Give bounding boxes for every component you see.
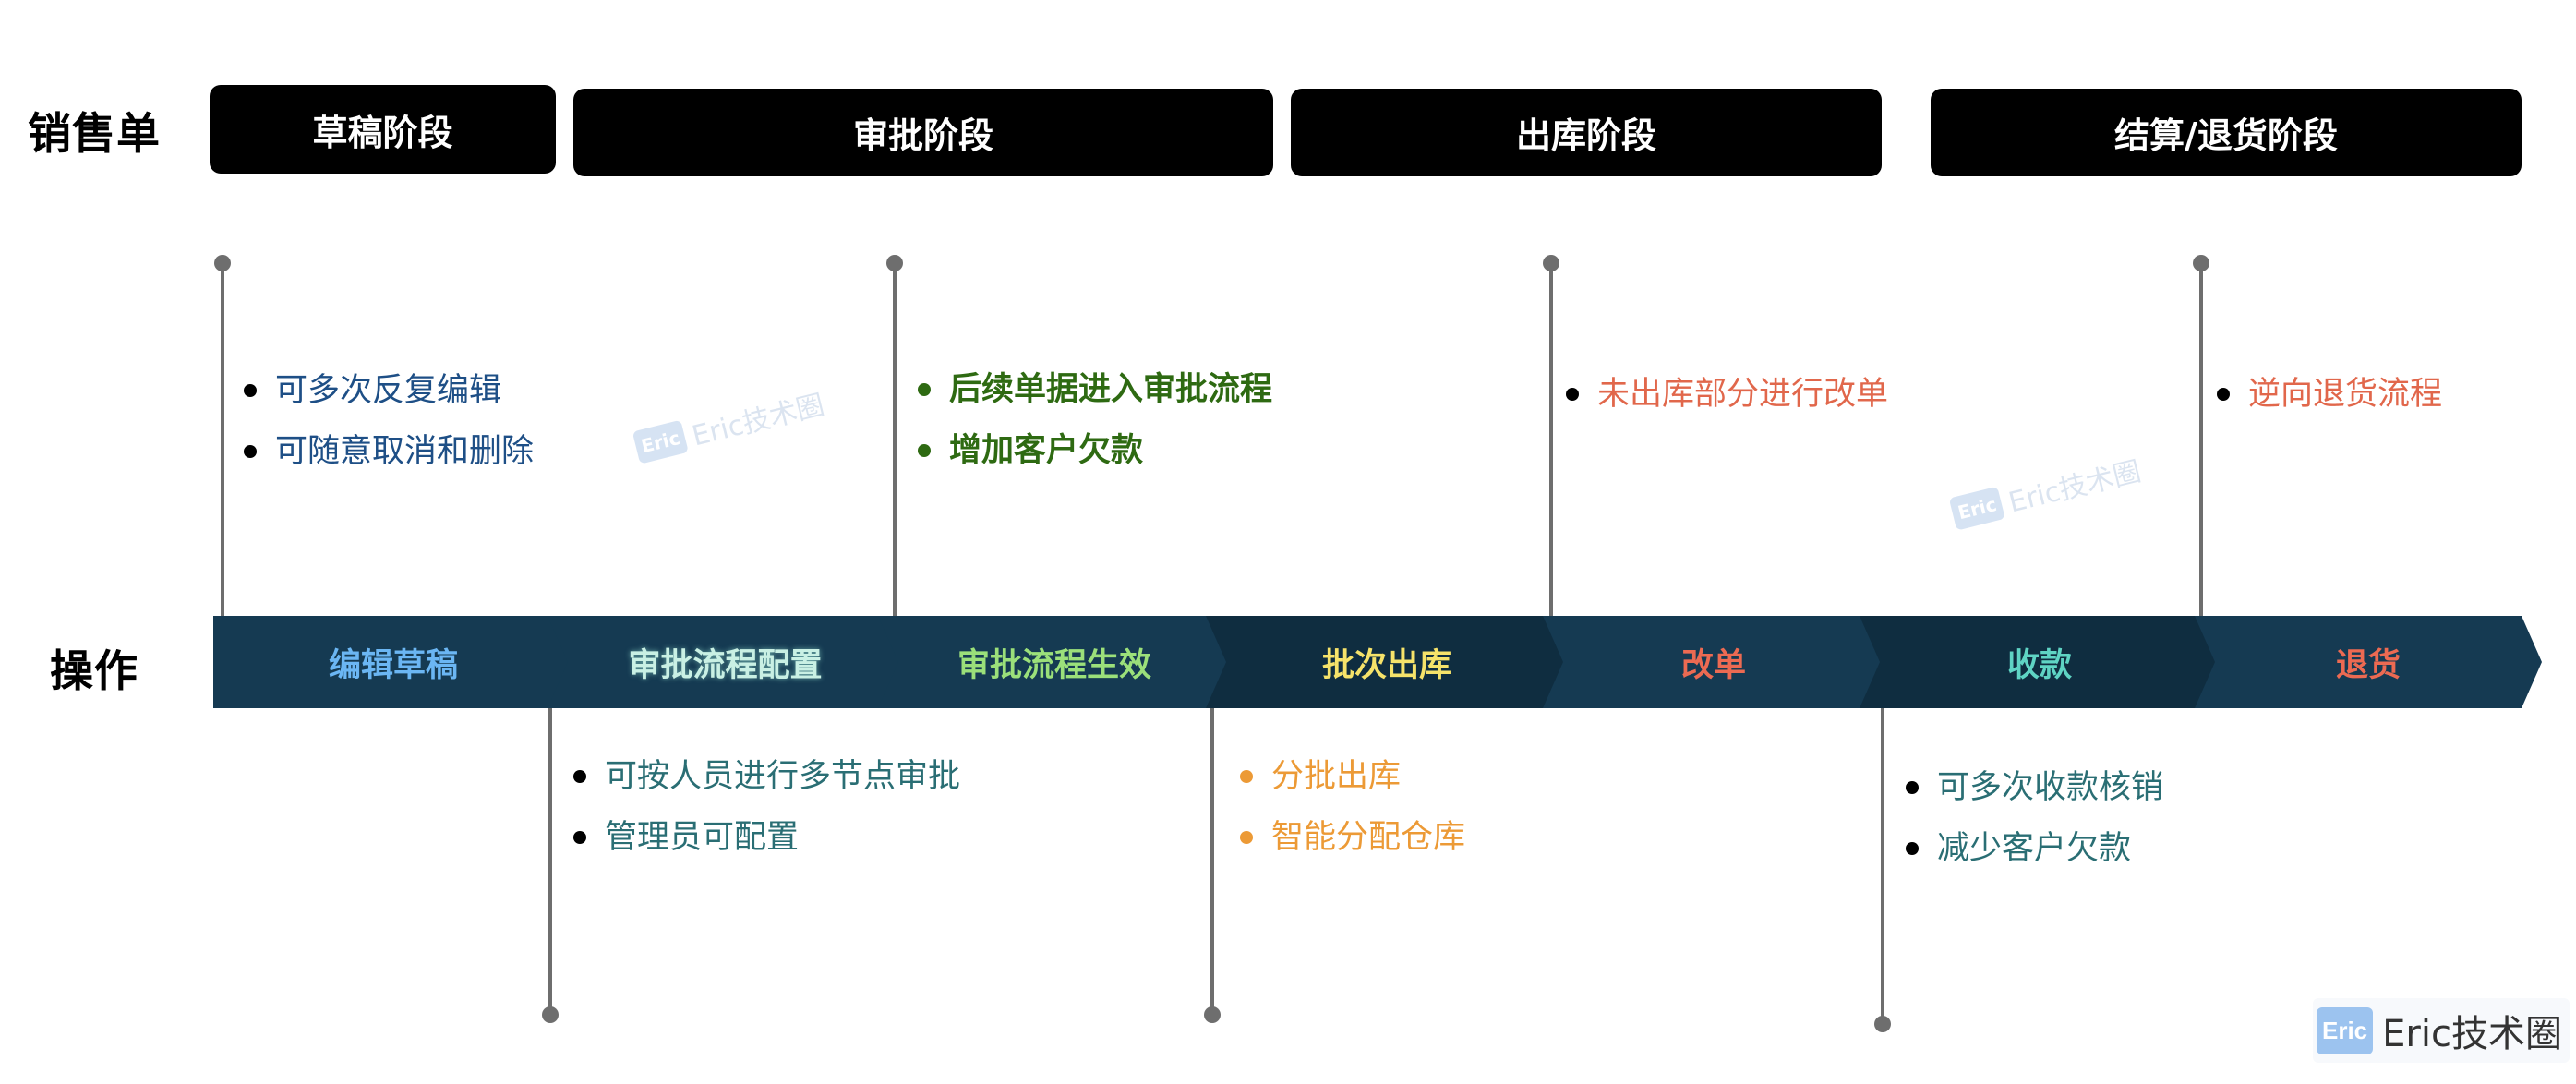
step-label: 收款	[2006, 646, 2072, 684]
note-item: 分批出库	[1236, 746, 1465, 807]
notes-approval: 后续单据进入审批流程 增加客户欠款	[914, 359, 1272, 481]
note-item: 可多次反复编辑	[240, 360, 534, 421]
connector-dot	[2193, 255, 2209, 271]
note-item: 智能分配仓库	[1236, 807, 1465, 868]
step-batch-outbound: 批次出库	[1206, 616, 1568, 708]
step-label: 编辑草稿	[328, 646, 458, 684]
note-item: 可随意取消和删除	[240, 421, 534, 482]
watermark-text: Eric技术圈	[2005, 455, 2145, 520]
step-collection: 收款	[1860, 616, 2220, 708]
note-item: 可多次收款核销	[1902, 757, 2163, 818]
watermark: Eric Eric技术圈	[632, 381, 828, 467]
step-label: 审批流程配置	[628, 646, 823, 684]
watermark-logo-icon: Eric	[632, 419, 690, 464]
watermark-text: Eric技术圈	[689, 389, 828, 453]
connector-bottom-approval-config	[548, 708, 552, 1015]
step-change-order: 改单	[1543, 616, 1884, 708]
connector-top-return	[2199, 263, 2203, 616]
connector-top-change-order	[1549, 263, 1553, 616]
connector-dot	[1543, 255, 1559, 271]
connector-dot	[214, 255, 231, 271]
step-return: 退货	[2195, 616, 2542, 708]
stage-draft: 草稿阶段	[210, 85, 556, 174]
stage-approval: 审批阶段	[573, 89, 1273, 176]
note-item: 增加客户欠款	[914, 420, 1272, 481]
brand-logo-text: Eric技术圈	[2382, 1013, 2562, 1055]
step-label: 审批流程生效	[957, 646, 1151, 684]
note-item: 后续单据进入审批流程	[914, 359, 1272, 420]
step-label: 退货	[2335, 646, 2401, 684]
note-item: 未出库部分进行改单	[1562, 364, 1888, 425]
connector-dot	[542, 1006, 559, 1023]
stage-outbound: 出库阶段	[1291, 89, 1882, 176]
notes-return: 逆向退货流程	[2213, 364, 2442, 425]
step-approval-effective: 审批流程生效	[878, 616, 1231, 708]
connector-dot	[1204, 1006, 1221, 1023]
connector-dot	[1874, 1016, 1891, 1032]
notes-approval-config: 可按人员进行多节点审批 管理员可配置	[570, 746, 960, 868]
row-label-operations: 操作	[50, 646, 138, 697]
note-item: 逆向退货流程	[2213, 364, 2442, 425]
stage-settlement-return: 结算/退货阶段	[1931, 89, 2522, 176]
connector-bottom-collection	[1881, 708, 1884, 1024]
notes-change-order: 未出库部分进行改单	[1562, 364, 1888, 425]
note-item: 可按人员进行多节点审批	[570, 746, 960, 807]
notes-collection: 可多次收款核销 减少客户欠款	[1902, 757, 2163, 879]
row-label-sales-order: 销售单	[28, 109, 161, 160]
notes-draft: 可多次反复编辑 可随意取消和删除	[240, 360, 534, 482]
notes-batch-outbound: 分批出库 智能分配仓库	[1236, 746, 1465, 868]
watermark-logo-icon: Eric	[1948, 486, 2006, 531]
step-edit-draft: 编辑草稿	[213, 616, 573, 708]
connector-bottom-batch-outbound	[1210, 708, 1214, 1015]
step-approval-config: 审批流程配置	[548, 616, 903, 708]
brand-logo-icon: Eric	[2317, 1006, 2374, 1054]
step-label: 批次出库	[1321, 646, 1451, 684]
connector-top-draft	[221, 263, 224, 616]
brand-logo: Eric Eric技术圈	[2313, 998, 2570, 1063]
watermark: Eric Eric技术圈	[1948, 448, 2145, 534]
note-item: 减少客户欠款	[1902, 818, 2163, 879]
note-item: 管理员可配置	[570, 807, 960, 868]
connector-dot	[886, 255, 903, 271]
connector-top-approval	[893, 263, 897, 616]
step-label: 改单	[1680, 646, 1746, 684]
